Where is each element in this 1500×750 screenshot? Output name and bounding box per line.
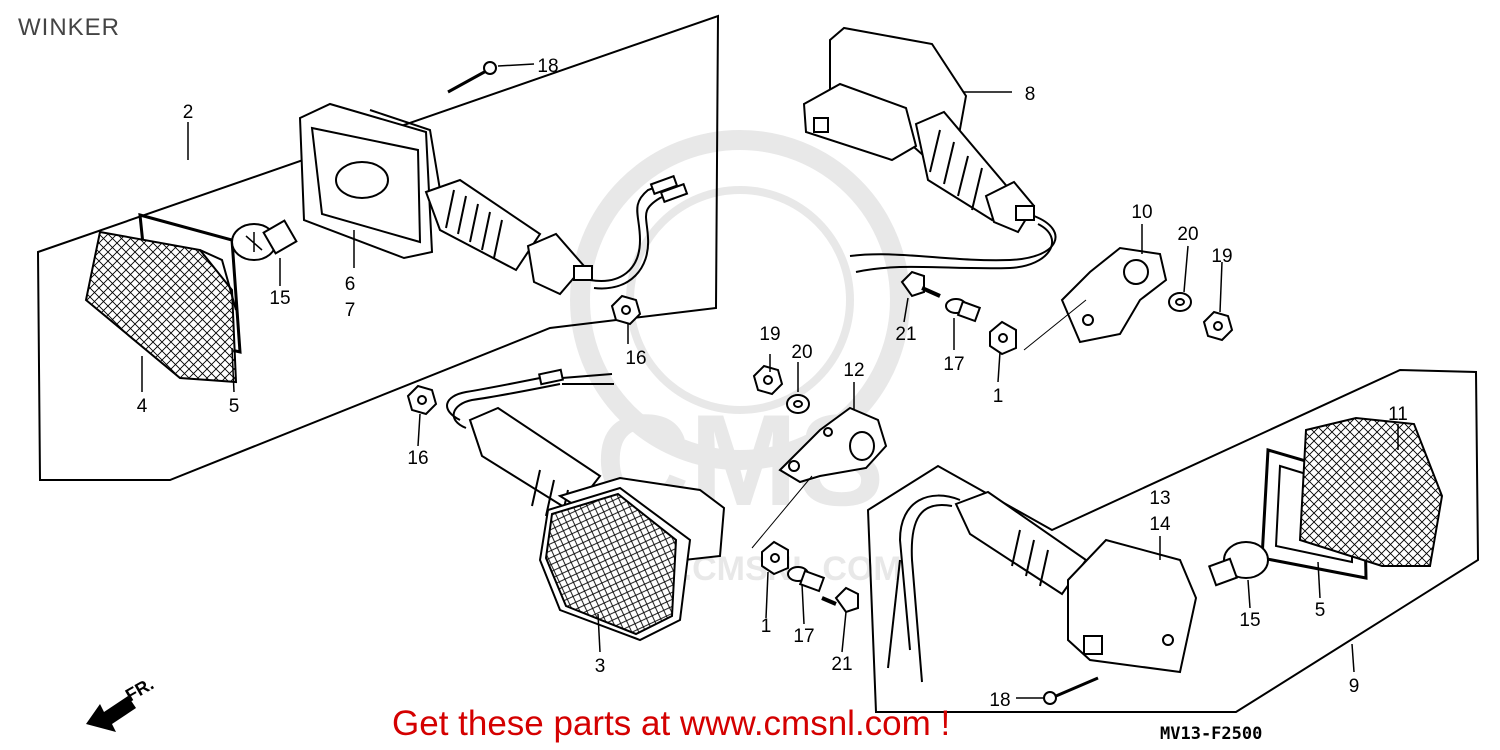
callout-8: 8 [1025, 84, 1036, 105]
callout-20-a: 20 [1177, 224, 1198, 245]
winker-assembly-rear-right [887, 416, 1444, 705]
page-title: WINKER [18, 14, 120, 41]
callout-17-b: 17 [793, 626, 814, 647]
callout-13: 13 [1149, 488, 1170, 509]
winker-assembly-front-left [84, 61, 689, 384]
callout-19-b: 19 [759, 324, 780, 345]
promo-link[interactable]: Get these parts at www.cmsnl.com ! [392, 704, 951, 743]
callout-16-b: 16 [407, 448, 428, 469]
rear-right-winker-group-box [866, 368, 1480, 713]
callout-3: 3 [595, 656, 606, 677]
callout-10: 10 [1131, 202, 1152, 223]
callout-11: 11 [1388, 404, 1408, 425]
callout-12: 12 [843, 360, 864, 381]
callout-6: 6 [345, 274, 356, 295]
front-left-winker-group-box [36, 14, 720, 481]
callout-2: 2 [183, 102, 194, 123]
callout-1-a: 1 [993, 386, 1004, 407]
front-direction-marker: FR. [86, 674, 157, 732]
callout-19-a: 19 [1211, 246, 1232, 267]
diagram-code: MV13-F2500 [1160, 724, 1263, 744]
callout-7: 7 [345, 300, 356, 321]
leader-lines [141, 63, 1399, 699]
callout-21-a: 21 [895, 324, 916, 345]
callout-21-b: 21 [831, 654, 852, 675]
callout-5-a: 5 [229, 396, 240, 417]
callout-18-b: 18 [989, 690, 1010, 711]
callout-15-a: 15 [269, 288, 290, 309]
callout-1-b: 1 [761, 616, 772, 637]
callout-15-b: 15 [1239, 610, 1260, 631]
winker-assembly-rear-left [406, 364, 888, 642]
callout-16-a: 16 [625, 348, 646, 369]
callout-4: 4 [137, 396, 148, 417]
callout-18-a: 18 [537, 56, 558, 77]
callout-14: 14 [1149, 514, 1171, 535]
arrow-icon [86, 696, 136, 732]
callout-5-b: 5 [1315, 600, 1326, 621]
winker-assembly-front-right [802, 26, 1234, 356]
callout-20-b: 20 [791, 342, 812, 363]
callout-9: 9 [1349, 676, 1360, 697]
callout-numbers: 1 1 1 2 3 4 5 5 6 7 8 9 10 11 12 13 14 1… [137, 56, 1408, 711]
callout-17-a: 17 [943, 354, 964, 375]
